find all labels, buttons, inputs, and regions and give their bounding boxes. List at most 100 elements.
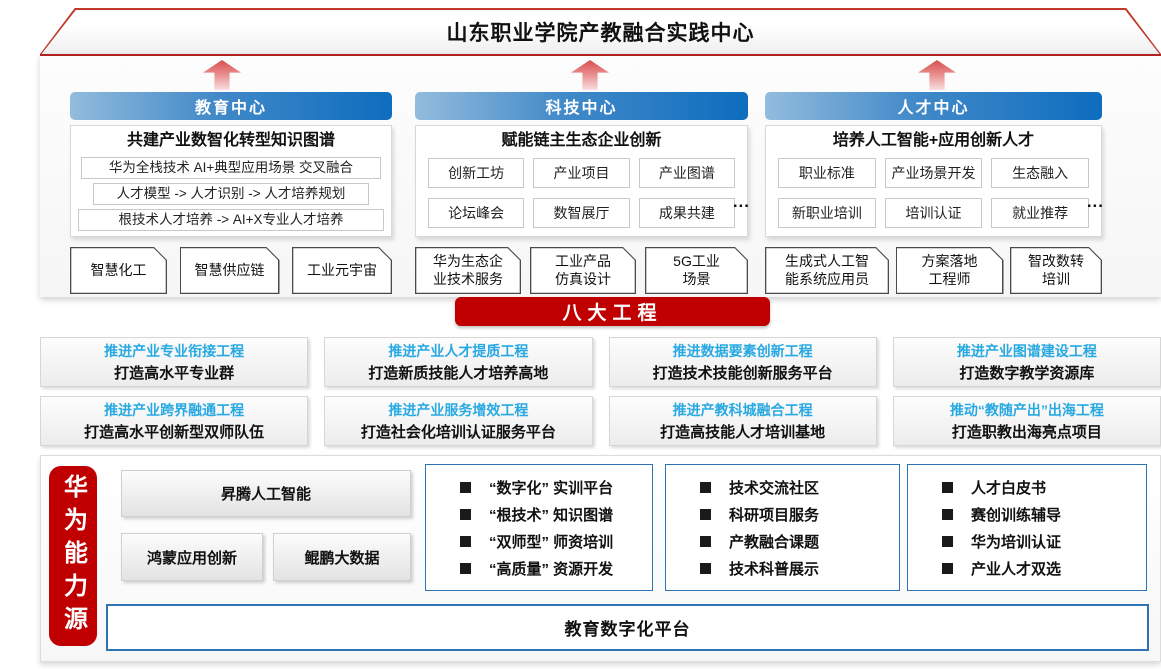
project-title: 推进产业图谱建设工程 [956, 343, 1097, 359]
project-box: 推进产业专业衔接工程 打造高水平专业群 [40, 337, 309, 387]
square-bullet-icon [942, 508, 953, 520]
capability-harmonyos: 鸿蒙应用创新 [121, 533, 263, 581]
project-box: 推进产业人才提质工程 打造新质技能人才培养高地 [324, 337, 593, 387]
list-item: 科研项目服务 [700, 504, 899, 525]
technology-cell-grid: 创新工坊 产业项目 产业图谱 论坛峰会 数智展厅 成果共建 [428, 158, 735, 228]
list-item-label: 华为培训认证 [971, 533, 1062, 551]
list-item-label: 科研项目服务 [729, 506, 820, 524]
project-subtitle: 打造高水平专业群 [114, 365, 235, 382]
cell-result-cobuild: 成果共建 [638, 198, 735, 228]
list-item-label: “根技术” 知识图谱 [489, 506, 614, 524]
square-bullet-icon [700, 508, 711, 520]
capability-ascend-ai: 昇腾人工智能 [121, 470, 411, 517]
cell-new-occupation-training: 新职业培训 [778, 198, 876, 228]
cell-industry-map: 产业图谱 [638, 158, 735, 188]
tag-solution-engineer: 方案落地 工程师 [896, 247, 1004, 294]
huawei-capability-label: 华为能力源 [49, 466, 97, 646]
technology-box-title: 赋能链主生态企业创新 [501, 132, 662, 149]
square-bullet-icon [460, 562, 471, 574]
tag-label: 方案落地 工程师 [921, 253, 978, 287]
tag-smart-supply-chain: 智慧供应链 [180, 247, 280, 294]
list-item: 产教融合课题 [700, 531, 899, 552]
list-item: “根技术” 知识图谱 [460, 504, 652, 525]
project-subtitle: 打造职教出海亮点项目 [951, 424, 1102, 441]
project-title: 推进数据要素创新工程 [672, 343, 813, 359]
list-item-label: “高质量” 资源开发 [489, 560, 614, 578]
square-bullet-icon [460, 535, 471, 547]
square-bullet-icon [460, 508, 471, 520]
list-item-label: “双师型” 师资培训 [489, 533, 614, 551]
cell-scene-development: 产业场景开发 [884, 158, 983, 188]
ellipsis: ... [732, 192, 750, 211]
page-title: 山东职业学院产教融合实践中心 [446, 21, 755, 45]
square-bullet-icon [460, 481, 471, 493]
project-subtitle: 打造社会化培训认证服务平台 [360, 424, 556, 441]
main-title-trapezoid: 山东职业学院产教融合实践中心 [40, 8, 1161, 54]
list-item-label: “数字化” 实训平台 [489, 479, 614, 497]
tag-industrial-metaverse: 工业元宇宙 [292, 247, 392, 294]
tag-genai-system-operator: 生成式人工智 能系统应用员 [765, 247, 889, 294]
list-item: 技术交流社区 [700, 477, 899, 498]
project-subtitle: 打造高水平创新型双师队伍 [84, 424, 265, 441]
tag-industrial-simulation: 工业产品 仿真设计 [530, 247, 636, 294]
project-box: 推进产教科城融合工程 打造高技能人才培训基地 [608, 396, 877, 446]
project-subtitle: 打造高技能人才培训基地 [660, 424, 826, 441]
up-arrow-icon [571, 60, 609, 90]
square-bullet-icon [942, 481, 953, 493]
list-item-label: 赛创训练辅导 [971, 506, 1062, 524]
list-item: 技术科普展示 [700, 558, 899, 579]
technology-center-column: 科技中心 赋能链主生态企业创新 创新工坊 产业项目 产业图谱 论坛峰会 数智展厅… [415, 92, 750, 294]
talent-cell-grid: 职业标准 产业场景开发 生态融入 新职业培训 培训认证 就业推荐 [778, 158, 1089, 228]
list-item: “高质量” 资源开发 [460, 558, 652, 579]
projects-grid: 推进产业专业衔接工程 打造高水平专业群 推进产业人才提质工程 打造新质技能人才培… [40, 337, 1161, 446]
list-item: “双师型” 师资培训 [460, 531, 652, 552]
project-subtitle: 打造数字教学资源库 [959, 365, 1095, 382]
tag-label: 智改数转 培训 [1028, 253, 1084, 287]
list-item: 华为培训认证 [942, 531, 1146, 552]
eight-projects-banner: 八大工程 [455, 297, 770, 326]
project-box: 推进产业服务增效工程 打造社会化培训认证服务平台 [324, 396, 593, 446]
knowledge-row: 根技术人才培养 -> AI+X专业人才培养 [78, 209, 384, 231]
project-subtitle: 打造新质技能人才培养高地 [368, 365, 549, 382]
talent-center-header: 人才中心 [765, 92, 1102, 120]
tag-label: 生成式人工智 能系统应用员 [785, 253, 869, 287]
project-title: 推进产业人才提质工程 [388, 343, 529, 359]
project-title: 推动“教随产出”出海工程 [949, 402, 1104, 418]
knowledge-row: 华为全栈技术 AI+典型应用场景 交叉融合 [81, 157, 381, 179]
square-bullet-icon [942, 562, 953, 574]
community-list-box: 技术交流社区 科研项目服务 产教融合课题 技术科普展示 [665, 464, 900, 591]
project-title: 推进产教科城融合工程 [672, 402, 813, 418]
ellipsis: ... [1086, 192, 1104, 211]
cell-eco-integration: 生态融入 [991, 158, 1089, 188]
project-subtitle: 打造技术技能创新服务平台 [652, 365, 833, 382]
capability-kunpeng-bigdata: 鲲鹏大数据 [273, 533, 411, 581]
cell-training-certification: 培训认证 [884, 198, 983, 228]
technology-center-header: 科技中心 [415, 92, 748, 120]
knowledge-row: 人才模型 -> 人才识别 -> 人才培养规划 [93, 183, 369, 205]
tag-label: 智慧供应链 [194, 261, 265, 278]
huawei-capability-panel: 华为能力源 昇腾人工智能 鸿蒙应用创新 鲲鹏大数据 “数字化” 实训平台 “根技… [40, 455, 1161, 662]
project-box: 推进数据要素创新工程 打造技术技能创新服务平台 [608, 337, 877, 387]
square-bullet-icon [700, 481, 711, 493]
cell-innovation-workshop: 创新工坊 [428, 158, 525, 188]
project-box: 推动“教随产出”出海工程 打造职教出海亮点项目 [892, 396, 1161, 446]
up-arrow-icon [918, 60, 956, 90]
talent-tags-row: 生成式人工智 能系统应用员 方案落地 工程师 智改数转 培训 [765, 247, 1102, 294]
tag-digital-transform-training: 智改数转 培训 [1010, 247, 1102, 294]
tag-label: 工业产品 仿真设计 [555, 253, 611, 287]
square-bullet-icon [700, 562, 711, 574]
cell-digital-hall: 数智展厅 [533, 198, 630, 228]
cell-occupation-standard: 职业标准 [778, 158, 876, 188]
tag-5g-industry-scene: 5G工业 场景 [645, 247, 748, 294]
project-box: 推进产业图谱建设工程 打造数字教学资源库 [892, 337, 1161, 387]
tag-label: 华为生态企 业技术服务 [433, 253, 503, 287]
technology-tags-row: 华为生态企 业技术服务 工业产品 仿真设计 5G工业 场景 [415, 247, 748, 294]
list-item-label: 产业人才双选 [971, 560, 1062, 578]
list-item: 赛创训练辅导 [942, 504, 1146, 525]
talent-center-box: 培养人工智能+应用创新人才 职业标准 产业场景开发 生态融入 新职业培训 培训认… [765, 125, 1104, 237]
main-title-fill: 山东职业学院产教融合实践中心 [41, 9, 1160, 54]
cell-job-recommendation: 就业推荐 [991, 198, 1089, 228]
education-digital-platform-bar: 教育数字化平台 [106, 604, 1149, 651]
education-center-header: 教育中心 [70, 92, 392, 120]
